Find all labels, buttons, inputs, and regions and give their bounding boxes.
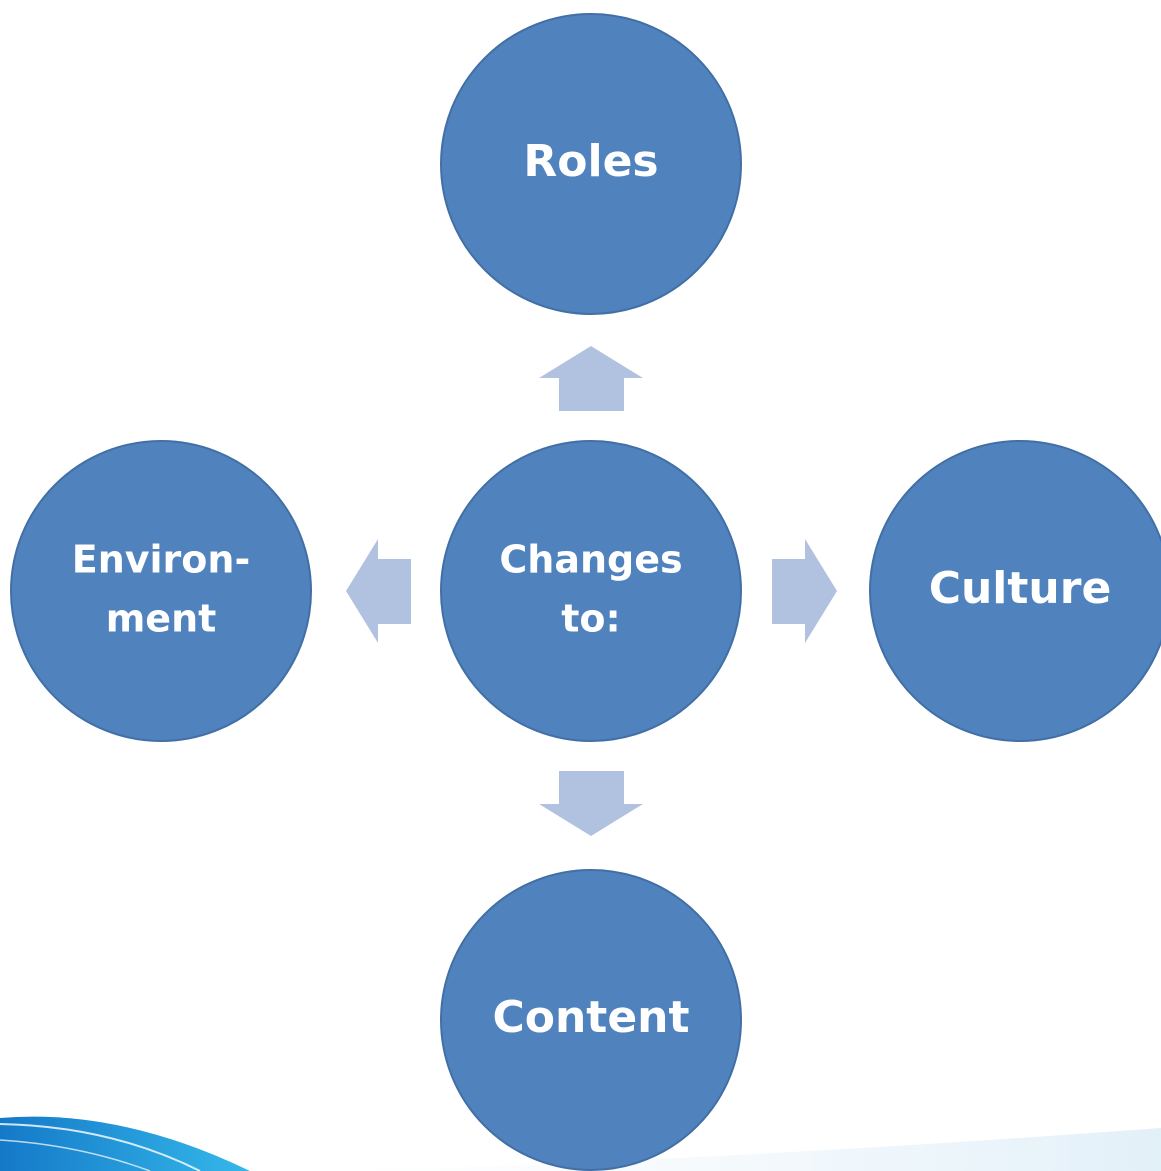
node-culture: Culture <box>869 440 1161 742</box>
node-roles-label: Roles <box>523 136 658 187</box>
node-content: Content <box>440 869 742 1171</box>
arrow-up-icon <box>539 346 643 411</box>
arrow-down-icon <box>539 771 643 836</box>
node-environment: Environ- ment <box>10 440 312 742</box>
node-center: Changes to: <box>440 440 742 742</box>
arrow-left-icon <box>346 539 411 643</box>
arrow-right-icon <box>772 539 837 643</box>
node-culture-label: Culture <box>929 563 1112 614</box>
node-content-label: Content <box>492 992 689 1043</box>
node-roles: Roles <box>440 13 742 315</box>
node-center-label-line2: to: <box>561 597 620 641</box>
node-center-label-line1: Changes <box>499 538 682 582</box>
node-environment-label-line1: Environ- <box>72 538 250 582</box>
swoosh-decoration <box>0 1116 1161 1171</box>
node-environment-label-line2: ment <box>106 597 217 641</box>
